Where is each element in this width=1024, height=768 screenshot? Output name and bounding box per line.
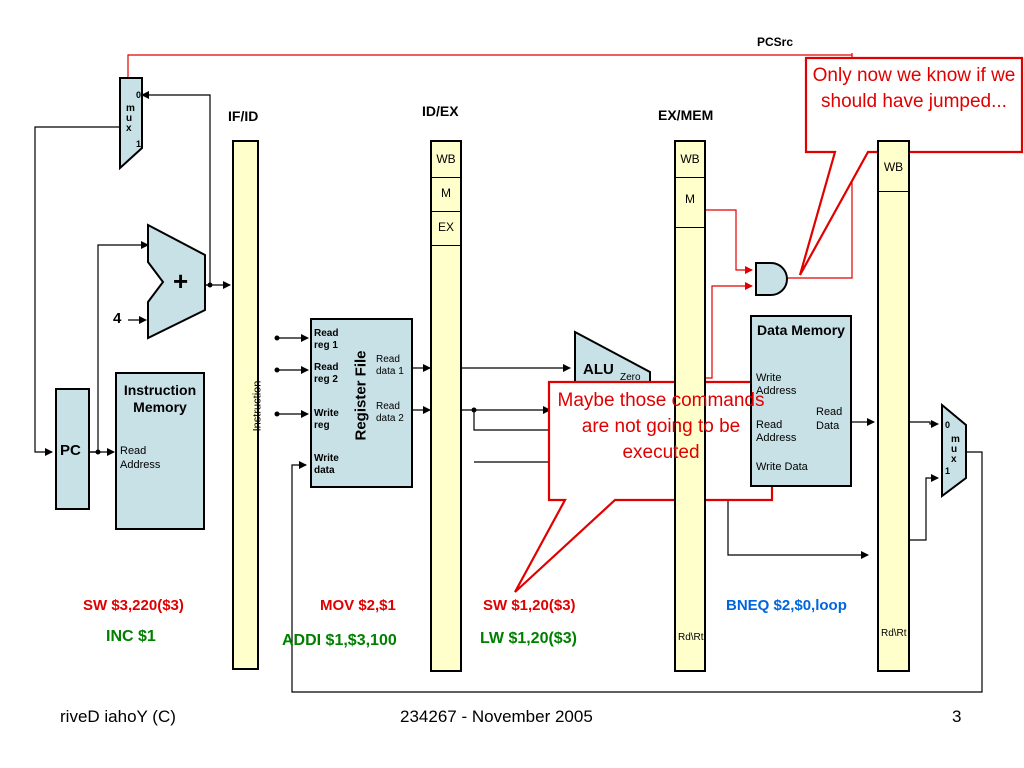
if-id-label: IF/ID: [228, 108, 259, 124]
instr-addi: ADDI $1,$3,100: [282, 632, 397, 649]
instr-sw-3-220: SW $3,220($3): [83, 597, 184, 614]
pcsrc-line: [124, 53, 853, 86]
instr-lw: LW $1,20($3): [480, 630, 577, 647]
pc-adder: [147, 223, 206, 340]
pc-mux-x: x: [126, 123, 132, 134]
dm-write-data: Write Data: [756, 461, 808, 473]
four-constant: 4: [113, 310, 122, 327]
register-file-title: Register File: [352, 350, 370, 441]
alu-label: ALU: [583, 361, 614, 378]
footer-copyright: riveD iahoY (C): [60, 707, 176, 726]
id-ex-wb: WB: [432, 142, 460, 178]
pcsrc-label: PCSrc: [757, 35, 794, 49]
pc-mux-u: u: [126, 113, 133, 124]
zero-line: [706, 282, 753, 379]
instr-mov: MOV $2,$1: [320, 597, 396, 614]
instruction-memory: [115, 372, 205, 530]
id-ex-m: M: [432, 178, 460, 212]
rf-read-reg2: Read reg 2: [314, 362, 339, 385]
pc-mux-in0: 0: [136, 90, 142, 100]
maybe-callout-text: Maybe those commands are not going to be…: [557, 390, 765, 463]
instr-inc: INC $1: [106, 628, 156, 645]
dm-write-address: Write Address: [756, 372, 797, 397]
ex-mem-m: M: [676, 178, 704, 228]
wb-mux-x: x: [951, 454, 957, 465]
rf-read-reg1: Read reg 1: [314, 328, 339, 351]
wb-mux-in1: 1: [945, 466, 951, 476]
footer-course-date: 234267 - November 2005: [400, 707, 593, 726]
instr-bneq: BNEQ $2,$0,loop: [726, 597, 847, 614]
instruction-signal-label: Instruction: [251, 380, 264, 432]
ex-mem-rd-rt: Rd\Rt: [678, 632, 704, 643]
and-gate: [755, 262, 788, 296]
rf-read-data1: Read data 1: [376, 354, 404, 377]
pc-label: PC: [60, 442, 81, 459]
instruction-memory-title: Instruction Memory: [123, 382, 197, 415]
dm-read-data: Read Data: [816, 406, 843, 432]
mem-wb-register: WB Rd\Rt: [877, 140, 910, 672]
pc-mux-m: m: [126, 103, 135, 114]
rf-write-reg: Write reg: [314, 408, 339, 431]
rf-write-data: Write data: [314, 453, 339, 476]
alu-zero: Zero: [620, 372, 641, 383]
pc-mux-in1: 1: [136, 139, 142, 149]
jump-callout-shape: [798, 56, 1024, 276]
instruction-memory-read-address: Read Address: [120, 445, 161, 471]
ex-mem-wb: WB: [676, 142, 704, 178]
footer-page-number: 3: [952, 707, 962, 726]
data-memory: [750, 315, 852, 487]
adder-plus: +: [173, 266, 189, 296]
wb-mux-m: m: [951, 434, 960, 445]
data-memory-title: Data Memory: [757, 322, 845, 338]
dm-read-address: Read Address: [756, 419, 797, 444]
jump-callout-text: Only now we know if we should have jumpe…: [812, 65, 1016, 112]
id-ex-label: ID/EX: [422, 103, 459, 119]
ex-mem-label: EX/MEM: [658, 107, 714, 123]
ex-mem-register: WB M Rd\Rt: [674, 140, 706, 672]
id-ex-register: WB M EX: [430, 140, 462, 672]
branch-control-line: [706, 209, 753, 274]
pc-register: [55, 388, 90, 510]
pc-mux: [119, 77, 143, 171]
register-file: [310, 318, 413, 488]
wb-mux-u: u: [951, 444, 958, 455]
id-ex-ex: EX: [432, 212, 460, 246]
if-id-register: [232, 140, 259, 670]
wb-mux-in0: 0: [945, 420, 951, 430]
rf-read-data2: Read data 2: [376, 401, 404, 424]
writeback-mux: [941, 402, 967, 498]
instr-sw-1-20: SW $1,20($3): [483, 597, 576, 614]
mem-wb-rd-rt: Rd\Rt: [881, 628, 907, 639]
mem-wb-wb: WB: [879, 142, 908, 192]
